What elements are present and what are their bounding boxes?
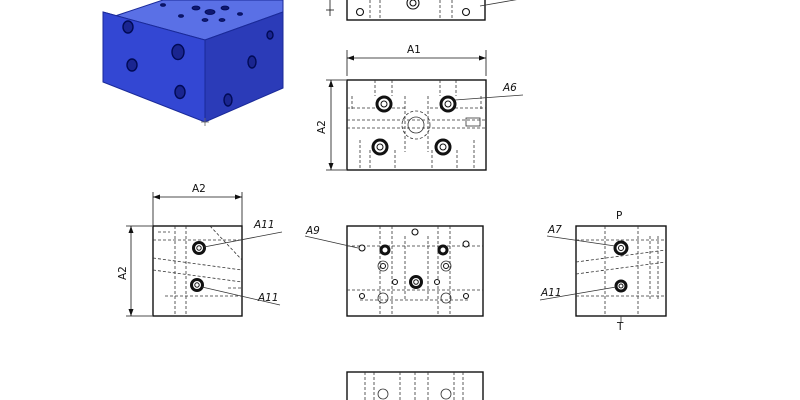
a7-label: A7 xyxy=(547,224,562,236)
top-port xyxy=(218,18,226,22)
front-view: A1 A2 xyxy=(316,44,524,171)
bottom-partial-outline xyxy=(346,371,484,400)
block-side-face xyxy=(204,11,284,123)
front-view-outline xyxy=(346,79,487,171)
bottom-partial-view xyxy=(346,371,484,400)
p-port-label: P xyxy=(616,210,622,222)
dim-a1-label: A1 xyxy=(407,44,421,56)
top-port xyxy=(191,5,201,11)
dim-a2-front-label: A2 xyxy=(316,120,328,134)
front-hole xyxy=(126,58,138,72)
a6-label: A6 xyxy=(502,82,517,94)
a11-upper-label: A11 xyxy=(253,219,275,231)
front-hole xyxy=(174,84,186,100)
top-port xyxy=(178,14,184,18)
a11-right-label: A11 xyxy=(540,287,562,299)
right-side-view: P A7 A11 T xyxy=(539,210,667,333)
left-side-view: A2 A2 A11 A11 xyxy=(117,183,283,317)
a9-label: A9 xyxy=(305,225,320,237)
top-port xyxy=(160,3,166,7)
dim-a2-left-vertical-label: A2 xyxy=(117,266,129,280)
side-hole xyxy=(223,93,233,107)
dim-a2-left-horizontal-label: A2 xyxy=(192,183,206,195)
top-port xyxy=(237,12,243,16)
a11-lower-label: A11 xyxy=(257,292,279,304)
side-hole xyxy=(266,30,274,40)
top-partial-view xyxy=(326,0,517,21)
center-view: A9 xyxy=(304,225,484,317)
t-port-label: T xyxy=(616,321,624,333)
right-view-outline xyxy=(575,225,667,317)
front-hole xyxy=(122,20,134,34)
center-view-outline xyxy=(346,225,484,317)
top-port xyxy=(201,18,209,22)
top-port xyxy=(220,5,230,11)
side-hole xyxy=(247,55,257,69)
left-view-outline xyxy=(152,225,243,317)
top-port xyxy=(204,9,216,15)
front-hole xyxy=(171,43,185,61)
isometric-block-view xyxy=(102,0,284,126)
